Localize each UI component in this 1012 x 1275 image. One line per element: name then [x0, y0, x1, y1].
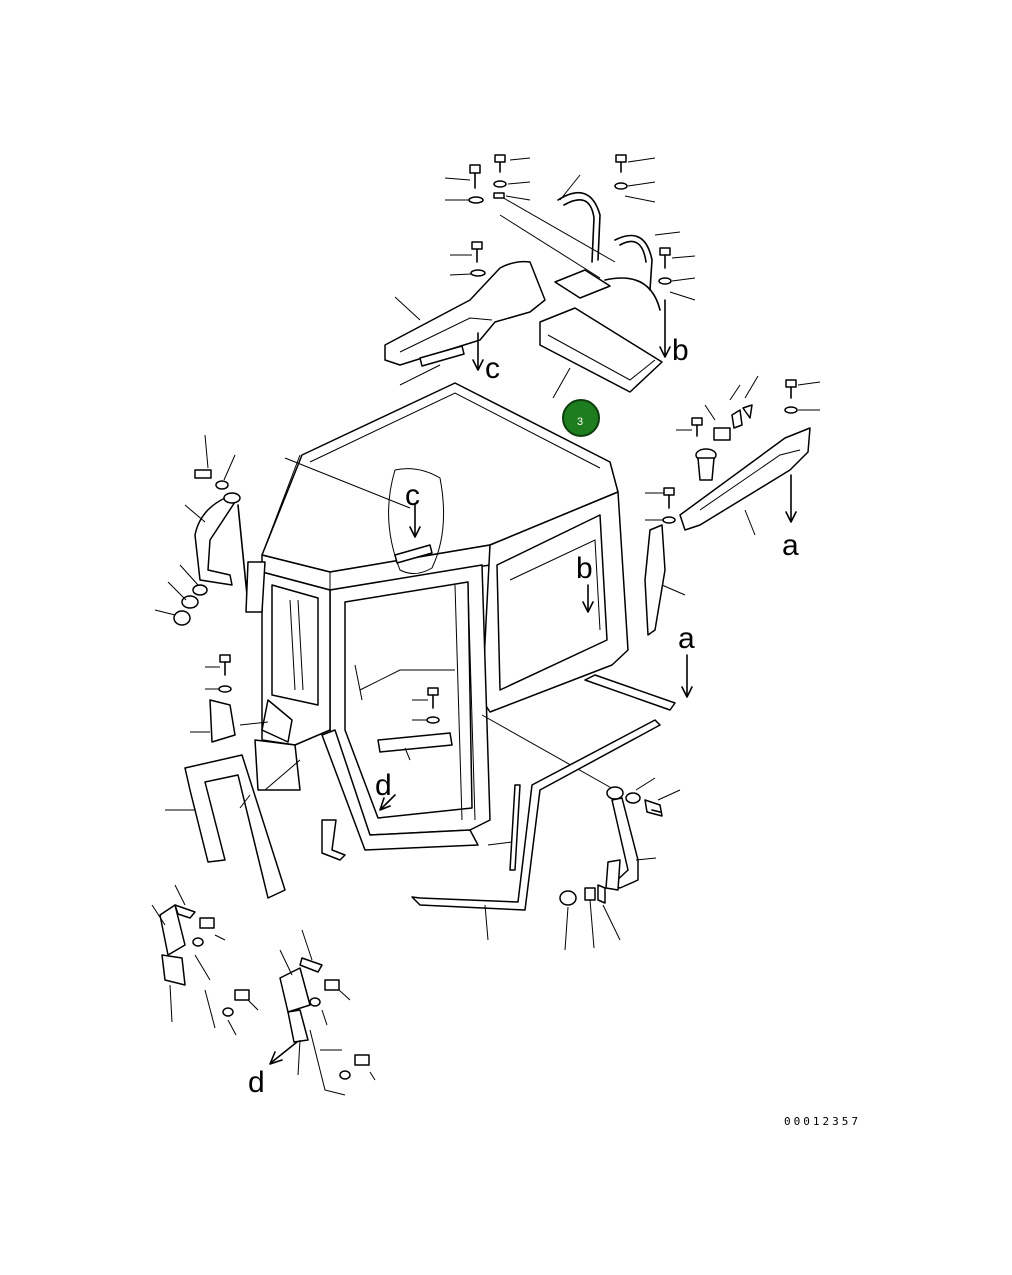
roof-bracket-assembly: [384, 191, 663, 393]
left-handrail-assembly: [154, 434, 266, 626]
right-console-assembly: [582, 375, 821, 698]
roof-leader-lines: [394, 157, 696, 399]
callout-badge-number: 3: [577, 416, 583, 428]
drawing-code: 00012357: [784, 1115, 861, 1128]
center-bolts: [354, 664, 440, 761]
roof-arrows: [472, 299, 671, 371]
ref-label-a-right: a: [782, 529, 799, 562]
ref-label-d-frame: d: [375, 769, 392, 802]
cab-frame: [254, 382, 629, 851]
ref-label-c-frame: c: [405, 479, 420, 512]
frame-arrows: [284, 457, 445, 811]
ref-label-b-top: b: [672, 334, 689, 367]
ref-label-a-frame: a: [678, 622, 695, 655]
callout-badge[interactable]: 3: [562, 399, 600, 437]
ref-label-b-frame: b: [576, 552, 593, 585]
left-bolts: [190, 654, 293, 743]
right-handrail-assembly: [559, 777, 681, 951]
ref-label-c-top: c: [485, 352, 500, 385]
ref-label-d-bottom: d: [248, 1066, 265, 1099]
lower-left-brackets: [151, 884, 376, 1096]
roof-bolts: [468, 154, 672, 285]
lower-rail-assembly: [321, 674, 676, 941]
left-step-guard: [165, 754, 301, 899]
